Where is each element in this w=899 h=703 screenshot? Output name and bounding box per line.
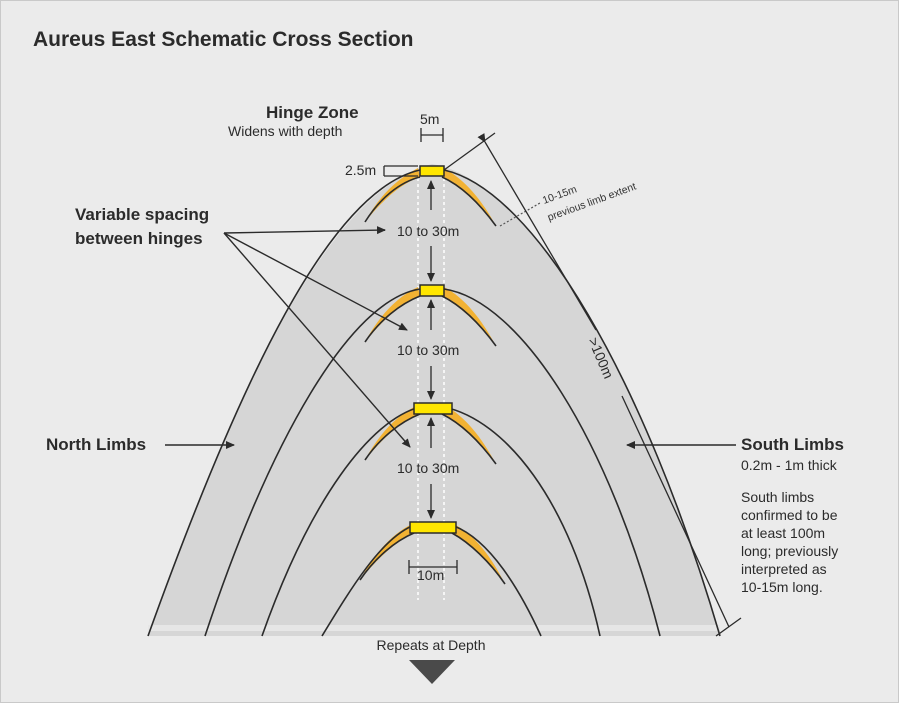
top-height-dimension <box>383 165 418 177</box>
repeats-down-triangle-icon <box>409 660 455 684</box>
bottom-width-label: 10m <box>417 567 444 583</box>
svg-text:confirmed to be: confirmed to be <box>741 507 838 523</box>
top-height-label: 2.5m <box>345 162 376 178</box>
top-width-dimension <box>420 128 444 142</box>
spacing-pointers <box>223 226 411 448</box>
variable-spacing-line1: Variable spacing <box>75 205 209 224</box>
repeats-label: Repeats at Depth <box>377 637 486 653</box>
svg-text:interpreted as: interpreted as <box>741 561 827 577</box>
svg-text:10-15m long.: 10-15m long. <box>741 579 823 595</box>
length-dimension <box>477 133 742 637</box>
svg-text:at least 100m: at least 100m <box>741 525 825 541</box>
hinge-1 <box>419 165 445 177</box>
svg-text:long; previously: long; previously <box>741 543 838 559</box>
hinge-zone-sublabel: Widens with depth <box>228 123 342 139</box>
limb-curves <box>147 169 721 637</box>
spacing-value-1: 10 to 30m <box>397 223 459 239</box>
bottom-width-dimension <box>408 560 458 574</box>
top-width-label: 5m <box>420 111 439 127</box>
svg-text:South limbs: South limbs <box>741 489 814 505</box>
diagram-title: Aureus East Schematic Cross Section <box>33 28 413 51</box>
variable-spacing-line2: between hinges <box>75 229 203 248</box>
fold-body <box>148 164 720 636</box>
spacing-value-3: 10 to 30m <box>397 460 459 476</box>
hinge-zone-label: Hinge Zone <box>266 103 359 122</box>
previous-extent-tick <box>443 132 496 171</box>
hinge-4 <box>409 521 457 534</box>
hinge-3 <box>413 402 453 415</box>
north-limbs-label: North Limbs <box>46 435 146 454</box>
south-limbs-note: South limbs confirmed to be at least 100… <box>741 489 838 595</box>
hinge-2 <box>419 284 445 297</box>
spacing-value-2: 10 to 30m <box>397 342 459 358</box>
previous-extent-line2: previous limb extent <box>546 181 638 224</box>
south-limbs-thickness: 0.2m - 1m thick <box>741 457 838 473</box>
hinge-blocks <box>409 165 457 534</box>
south-limbs-label: South Limbs <box>741 435 844 454</box>
